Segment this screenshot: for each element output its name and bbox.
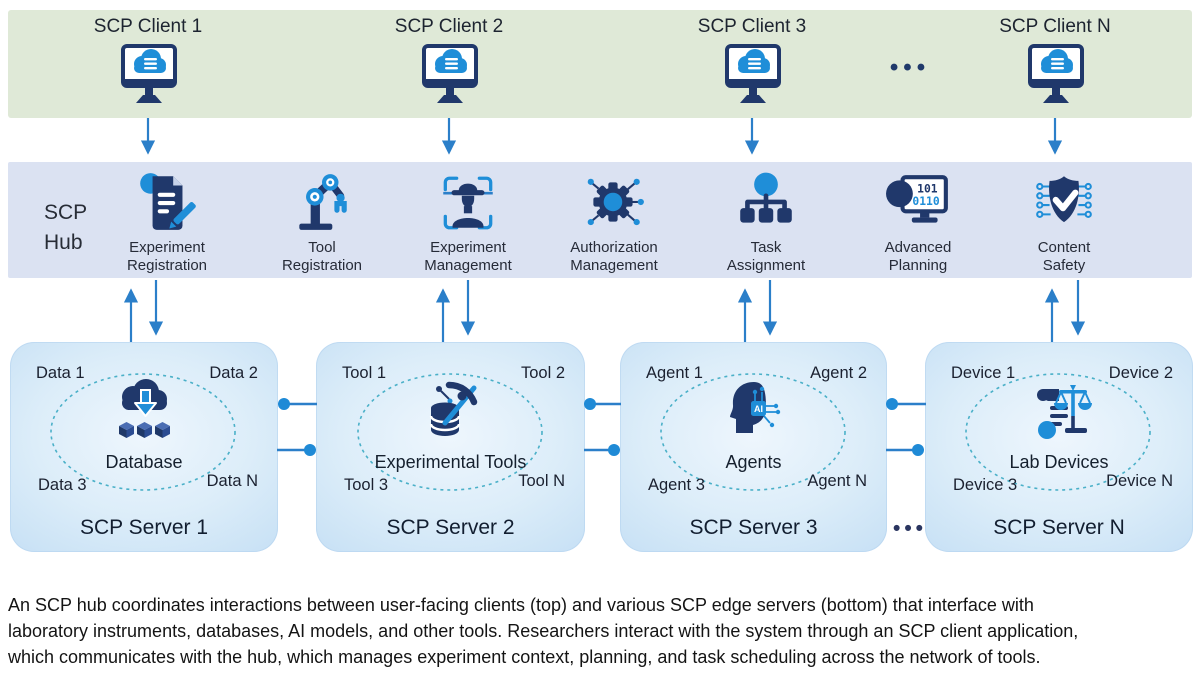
client-label: SCP Client 2 [394, 16, 504, 37]
scp-client-2: SCP Client 2 [369, 16, 529, 106]
lab-scale-icon [1023, 376, 1095, 453]
scp-server-2: Tool 1 Tool 2 Tool 3 Tool N Experimental… [316, 342, 585, 552]
svg-text:101: 101 [917, 182, 938, 196]
ai-head-icon: AI [718, 376, 790, 453]
monitor-cloud-icon [975, 42, 1135, 106]
caption-line: which communicates with the hub, which m… [8, 647, 1041, 667]
dashed-ellipse [965, 373, 1151, 491]
server-center-label: Database [105, 452, 183, 472]
monitor-cloud-icon [369, 42, 529, 106]
monitor-cloud-icon [68, 42, 228, 106]
client-label: SCP Client 3 [697, 16, 807, 37]
node-label: Tool 2 [520, 364, 565, 382]
document-pencil-icon [140, 173, 196, 230]
client-to-hub-arrows [140, 118, 1063, 155]
svg-text:0110: 0110 [912, 194, 939, 208]
svg-text:AI: AI [754, 404, 763, 414]
hub-item-label: Tool Registration [281, 239, 363, 275]
hub-title: SCP Hub [44, 198, 87, 258]
hub-item-content-safety: Content Safety [989, 170, 1139, 276]
robot-arm-icon [299, 174, 347, 230]
caption-line: laboratory instruments, databases, AI mo… [8, 621, 1079, 641]
server-center-label: Lab Devices [1009, 452, 1109, 472]
hub-item-label: Task Assignment [726, 239, 806, 275]
caption-line: An SCP hub coordinates interactions betw… [8, 595, 1034, 615]
node-label: Agent 1 [646, 364, 703, 382]
scp-client-1: SCP Client 1 [68, 16, 228, 106]
scp-server-n: Device 1 Device 2 Device 3 Device N [925, 342, 1193, 552]
binary-monitor-icon: 101 0110 [886, 175, 948, 223]
hub-item-tool-registration: Tool Registration [247, 170, 397, 276]
clients-band [8, 10, 1192, 118]
node-label: Tool N [518, 472, 565, 490]
node-label: Agent 2 [810, 364, 867, 382]
node-label: Device 2 [1108, 364, 1173, 382]
server-title: SCP Server 1 [80, 516, 208, 539]
node-label: Device N [1106, 472, 1173, 490]
hub-item-label: Experiment Registration [126, 239, 208, 275]
scp-client-n: SCP Client N [975, 16, 1135, 106]
client-label: SCP Client N [999, 16, 1111, 37]
hierarchy-icon [740, 172, 792, 223]
node-label: Tool 1 [342, 364, 387, 382]
servers-ellipsis: ••• [892, 517, 928, 540]
hub-item-task-assignment: Task Assignment [691, 170, 841, 276]
hub-server-bidirectional-arrows [123, 280, 1086, 342]
hub-item-experiment-registration: Experiment Registration [92, 170, 242, 276]
server-title: SCP Server 3 [689, 516, 818, 539]
dashed-ellipse [50, 373, 236, 491]
node-label: Data 3 [38, 476, 87, 494]
hub-item-label: Authorization Management [570, 239, 658, 275]
hub-item-advanced-planning: 101 0110 Advanced Planning [843, 170, 993, 276]
node-label: Data N [206, 472, 258, 490]
shield-check-icon [1036, 176, 1092, 223]
server-title: SCP Server 2 [386, 516, 515, 539]
server-center-label: Agents [725, 452, 782, 472]
hub-item-label: Content Safety [1037, 239, 1091, 275]
node-label: Agent N [807, 472, 867, 490]
node-label: Device 3 [953, 476, 1018, 494]
client-label: SCP Client 1 [93, 16, 203, 37]
node-label: Data 2 [209, 364, 258, 382]
hub-item-label: Advanced Planning [884, 239, 952, 275]
scp-hub-band [8, 162, 1192, 278]
dashed-ellipse [660, 373, 846, 491]
hub-item-authorization-management: Authorization Management [539, 170, 689, 276]
server-center-label: Experimental Tools [374, 452, 527, 472]
node-label: Agent 3 [648, 476, 705, 494]
person-scan-icon [443, 176, 493, 230]
hub-title-line1: SCP [44, 201, 88, 224]
server-title: SCP Server N [993, 516, 1125, 539]
pickaxe-database-icon [415, 376, 487, 453]
dashed-ellipse [357, 373, 543, 491]
node-label: Tool 3 [344, 476, 389, 494]
scp-server-3: Agent 1 Agent 2 Agent 3 Agent N AI Agent… [620, 342, 887, 552]
hub-item-label: Experiment Management [424, 239, 512, 275]
clients-ellipsis: ••• [889, 54, 931, 81]
monitor-cloud-icon [672, 42, 832, 106]
figure-caption: An SCP hub coordinates interactions betw… [8, 592, 1196, 670]
node-label: Device 1 [951, 364, 1016, 382]
hub-title-line2: Hub [44, 231, 83, 254]
cloud-database-icon [108, 376, 180, 453]
scp-client-3: SCP Client 3 [672, 16, 832, 106]
gear-circuit-icon [587, 178, 644, 226]
hub-item-experiment-management: Experiment Management [393, 170, 543, 276]
scp-server-1: Data 1 Data 2 Data 3 Data N [10, 342, 278, 552]
node-label: Data 1 [36, 364, 85, 382]
